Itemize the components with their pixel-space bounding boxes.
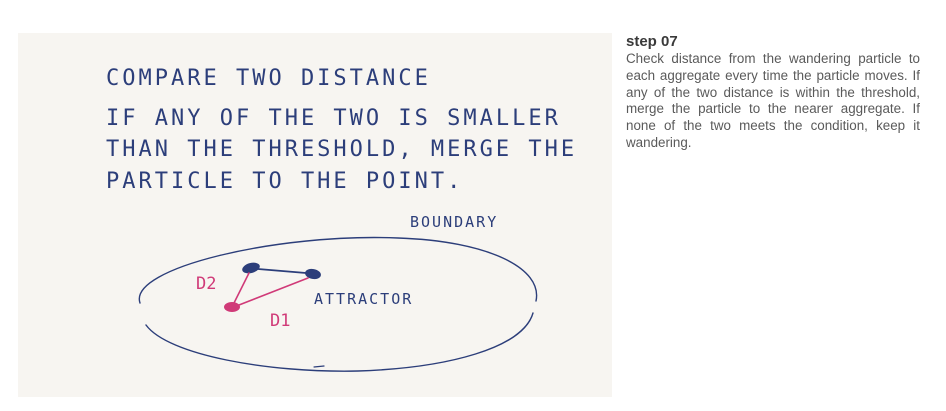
boundary-ellipse-lower	[145, 312, 534, 372]
aggregate-point-2	[305, 268, 321, 280]
sketch-line-3: THAN THE THRESHOLD, MERGE THE	[106, 137, 577, 162]
caption-body-text: Check distance from the wandering partic…	[626, 51, 920, 150]
d1-label: D1	[270, 311, 290, 331]
aggregate-link	[257, 268, 307, 274]
caption-step-title: step 07	[626, 33, 678, 50]
sketch-line-2: IF ANY OF THE TWO IS SMALLER	[106, 106, 561, 131]
aggregate-point-1	[242, 262, 260, 274]
sketch-drawing: COMPARE TWO DISTANCE IF ANY OF THE TWO I…	[106, 66, 577, 372]
d2-label: D2	[196, 274, 216, 294]
distance-d2-line	[233, 272, 250, 304]
caption-panel: step 07 Check distance from the wanderin…	[626, 33, 920, 152]
boundary-ellipse	[138, 236, 538, 304]
boundary-tick	[313, 365, 325, 368]
sketch-line-1: COMPARE TWO DISTANCE	[106, 66, 431, 91]
boundary-label: BOUNDARY	[410, 213, 498, 231]
attractor-label: ATTRACTOR	[314, 290, 413, 308]
distance-d1-line	[238, 277, 309, 306]
sketch-line-4: PARTICLE TO THE POINT.	[106, 169, 463, 194]
wandering-particle	[224, 302, 240, 312]
sketch-image: COMPARE TWO DISTANCE IF ANY OF THE TWO I…	[18, 33, 612, 397]
